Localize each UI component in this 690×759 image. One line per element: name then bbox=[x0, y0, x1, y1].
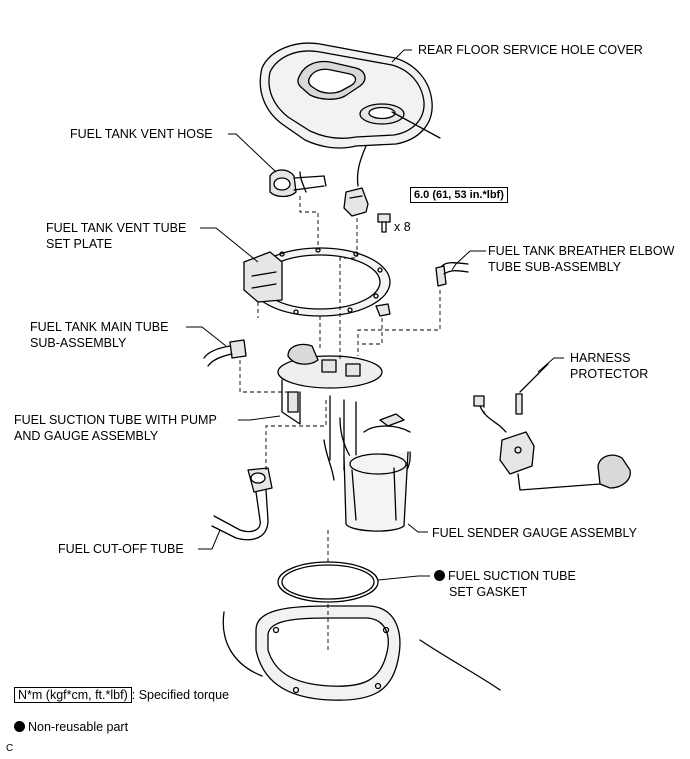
small-clip-drawing bbox=[375, 303, 391, 317]
rear-floor-cover-text: REAR FLOOR SERVICE HOLE COVER bbox=[418, 43, 643, 57]
legend-torque-units: N*m (kgf*cm, ft.*lbf) bbox=[14, 687, 132, 703]
suction-tube-line-2: AND GAUGE ASSEMBLY bbox=[14, 429, 159, 443]
harness-protector-line-2: PROTECTOR bbox=[570, 367, 649, 381]
label-vent-tube-set-plate: FUEL TANK VENT TUBE SET PLATE bbox=[46, 220, 186, 252]
gasket-line-1: FUEL SUCTION TUBE bbox=[448, 569, 576, 583]
main-tube-line-1: FUEL TANK MAIN TUBE bbox=[30, 320, 169, 334]
corner-code-text: C bbox=[6, 743, 14, 754]
fuel-pump-assembly-drawing bbox=[277, 343, 411, 532]
sender-gauge-drawing bbox=[473, 395, 631, 491]
suction-tube-line-1: FUEL SUCTION TUBE WITH PUMP bbox=[14, 413, 217, 427]
breather-elbow-line-1: FUEL TANK BREATHER ELBOW bbox=[488, 244, 675, 258]
label-breather-elbow: FUEL TANK BREATHER ELBOW TUBE SUB-ASSEMB… bbox=[488, 243, 674, 275]
legend-torque-desc: : Specified torque bbox=[131, 688, 230, 702]
label-main-tube: FUEL TANK MAIN TUBE SUB-ASSEMBLY bbox=[30, 319, 168, 351]
harness-protector-line-1: HARNESS bbox=[570, 351, 631, 365]
label-sender-gauge: FUEL SENDER GAUGE ASSEMBLY bbox=[432, 525, 637, 541]
label-gasket: FUEL SUCTION TUBE SET GASKET bbox=[434, 568, 576, 600]
vent-hose-drawing bbox=[269, 169, 327, 198]
label-harness-protector: HARNESS PROTECTOR bbox=[570, 350, 648, 382]
legend-nonreusable: Non-reusable part bbox=[14, 720, 128, 734]
vent-tube-plate-line-1: FUEL TANK VENT TUBE bbox=[46, 221, 187, 235]
label-vent-hose: FUEL TANK VENT HOSE bbox=[70, 126, 213, 142]
bolt-drawing bbox=[377, 213, 391, 233]
torque-spec-box: 6.0 (61, 53 in.*lbf) bbox=[410, 187, 508, 203]
main-tube-line-2: SUB-ASSEMBLY bbox=[30, 336, 127, 350]
vent-tube-plate-line-2: SET PLATE bbox=[46, 237, 113, 251]
breather-elbow-drawing bbox=[435, 262, 469, 287]
rear-floor-cover-drawing bbox=[259, 42, 441, 187]
gasket-line-2: SET GASKET bbox=[449, 585, 528, 599]
legend-nonreusable-text: Non-reusable part bbox=[28, 720, 129, 734]
sender-gauge-text: FUEL SENDER GAUGE ASSEMBLY bbox=[432, 526, 637, 540]
vent-hose-text: FUEL TANK VENT HOSE bbox=[70, 127, 213, 141]
nonreusable-bullet-icon bbox=[434, 570, 445, 581]
vent-tube-set-plate-drawing bbox=[243, 247, 391, 317]
cutoff-tube-text: FUEL CUT-OFF TUBE bbox=[58, 542, 184, 556]
corner-code: C bbox=[6, 741, 13, 757]
harness-protector-drawing bbox=[515, 363, 549, 415]
breather-elbow-line-2: TUBE SUB-ASSEMBLY bbox=[488, 260, 622, 274]
cover-connector-drawing bbox=[343, 187, 369, 217]
cutoff-tube-drawing bbox=[211, 467, 273, 541]
main-tube-drawing bbox=[203, 339, 247, 367]
bolt-quantity: x 8 bbox=[394, 219, 411, 235]
gasket-drawing bbox=[277, 561, 379, 603]
label-suction-tube-assembly: FUEL SUCTION TUBE WITH PUMP AND GAUGE AS… bbox=[14, 412, 217, 444]
legend-torque: N*m (kgf*cm, ft.*lbf): Specified torque bbox=[14, 687, 230, 703]
torque-value: 6.0 (61, 53 in.*lbf) bbox=[414, 189, 504, 201]
tank-opening-drawing bbox=[222, 605, 501, 701]
label-cutoff-tube: FUEL CUT-OFF TUBE bbox=[58, 541, 184, 557]
label-rear-floor-cover: REAR FLOOR SERVICE HOLE COVER bbox=[418, 42, 643, 58]
legend-bullet-icon bbox=[14, 721, 25, 732]
bolt-quantity-text: x 8 bbox=[394, 220, 411, 234]
